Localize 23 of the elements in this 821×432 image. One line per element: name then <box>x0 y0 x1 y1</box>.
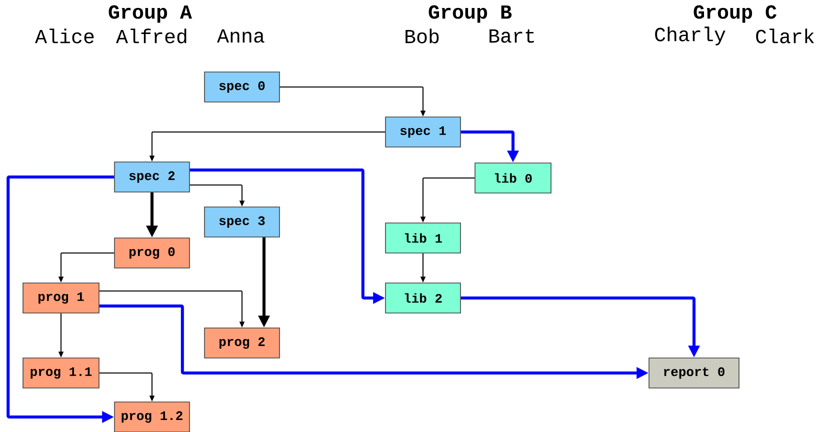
process-box: prog 1 <box>22 282 100 314</box>
process-box: spec 1 <box>385 116 461 148</box>
person-name: Bob <box>406 28 439 44</box>
process-box: prog 0 <box>114 238 190 268</box>
group-heading: Group C <box>694 5 776 23</box>
group-heading: Group A <box>108 5 192 23</box>
group-heading: Group B <box>428 5 512 23</box>
person-name: Charly <box>655 26 726 46</box>
process-box: spec 3 <box>204 206 280 238</box>
person-name: Alfred <box>116 28 186 44</box>
person-name: Clark <box>756 28 814 44</box>
process-box: spec 2 <box>114 162 190 192</box>
process-box: prog 2 <box>204 328 280 358</box>
process-box: prog 1.2 <box>114 402 190 432</box>
process-box: spec 0 <box>204 72 280 102</box>
process-box: lib 1 <box>385 222 461 254</box>
process-box: prog 1.1 <box>22 358 100 388</box>
process-box: report 0 <box>648 358 740 388</box>
person-name: Anna <box>217 29 264 43</box>
person-name: Alice <box>35 28 94 44</box>
process-box: lib 0 <box>474 162 552 194</box>
process-box: lib 2 <box>385 282 461 314</box>
person-name: Bart <box>490 29 534 43</box>
